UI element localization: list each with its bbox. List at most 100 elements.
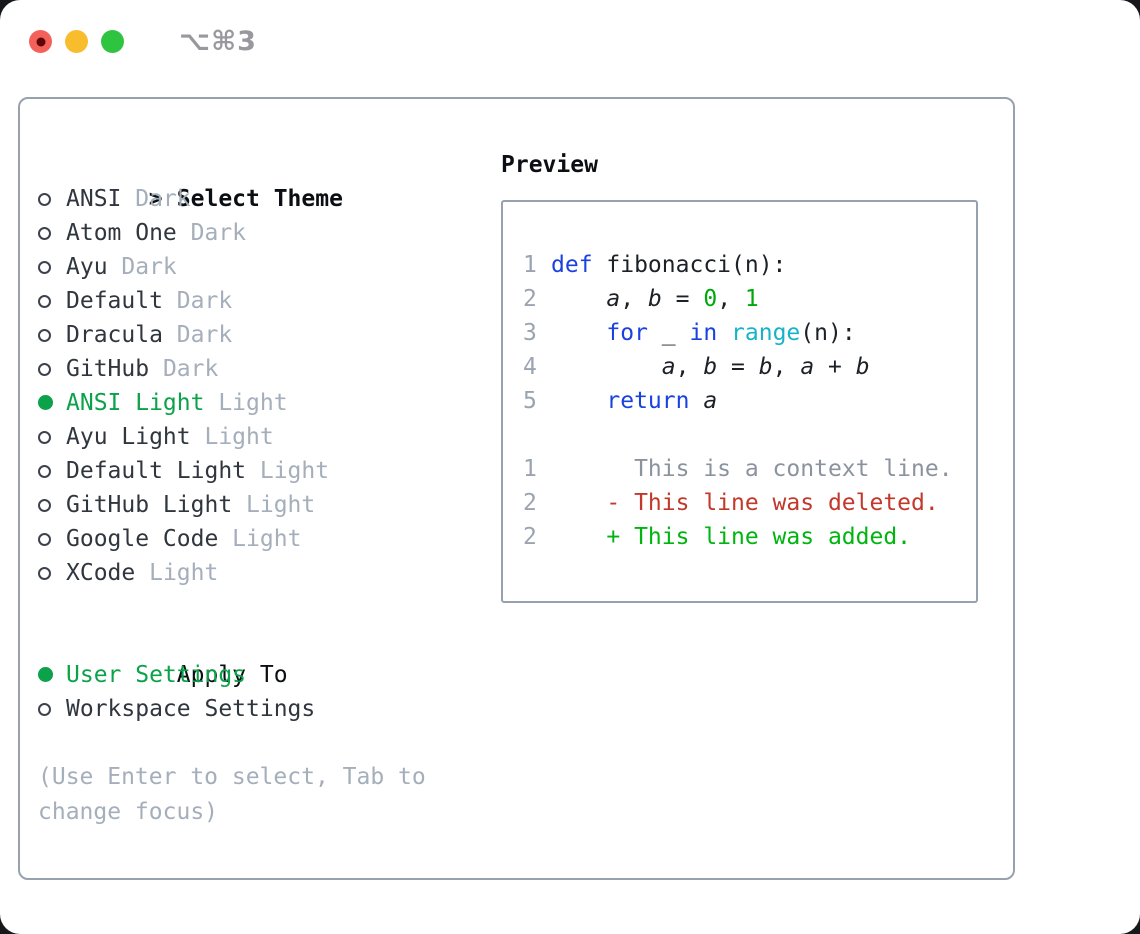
code-token: 1	[744, 286, 759, 312]
code-token: =	[661, 286, 704, 312]
code-line: 5 return a	[523, 384, 968, 418]
radio-circle	[38, 431, 51, 444]
diff-text: This is a context line.	[551, 456, 953, 482]
radio-unselected-icon	[38, 420, 66, 454]
keyboard-shortcut-label: ⌥⌘3	[179, 26, 257, 57]
prompt-icon: >	[148, 186, 163, 212]
radio-circle	[38, 567, 51, 580]
titlebar: ⌥⌘3	[29, 26, 257, 57]
theme-item-github-light[interactable]: GitHub Light Light	[38, 488, 488, 522]
theme-item-ayu[interactable]: Ayu Dark	[38, 250, 488, 284]
code-token: b	[647, 286, 662, 312]
code-token: in	[689, 320, 718, 346]
theme-variant-tag: Dark	[149, 356, 219, 382]
theme-variant-tag: Dark	[162, 322, 233, 348]
apply-option-workspace-settings[interactable]: Workspace Settings	[38, 692, 488, 726]
radio-unselected-icon	[38, 454, 66, 488]
theme-name: ANSI	[66, 186, 122, 212]
code-text: def fibonacci(n):	[551, 252, 786, 278]
apply-option-label: User Settings	[66, 662, 247, 688]
code-token	[551, 354, 662, 380]
code-token: ,	[717, 286, 745, 312]
radio-unselected-icon	[38, 692, 66, 726]
line-number: 5	[523, 388, 537, 414]
theme-name: Atom One	[66, 220, 177, 246]
radio-unselected-icon	[38, 216, 66, 250]
theme-variant-tag: Dark	[121, 186, 191, 212]
code-token: (n):	[800, 320, 856, 346]
radio-circle	[38, 261, 51, 274]
radio-circle	[38, 363, 51, 376]
line-number: 1	[523, 456, 537, 482]
code-token: a	[606, 286, 621, 312]
line-number: 2	[523, 524, 537, 550]
theme-item-atom-one[interactable]: Atom One Dark	[38, 216, 488, 250]
theme-variant-tag: Light	[204, 390, 288, 416]
radio-circle	[38, 395, 53, 410]
code-token: =	[717, 354, 759, 380]
code-text: a, b = b, a + b	[551, 354, 870, 380]
apply-to-heading: Apply To	[176, 662, 288, 688]
apply-to-heading-row: Apply To	[38, 624, 488, 688]
radio-selected-icon	[38, 658, 66, 692]
code-token	[689, 388, 703, 414]
code-token: fibonacci(n):	[592, 252, 787, 278]
radio-selected-icon	[38, 386, 66, 420]
theme-variant-tag: Light	[135, 560, 219, 586]
code-token: b	[703, 354, 718, 380]
theme-item-ansi-light[interactable]: ANSI Light Light	[38, 386, 488, 420]
code-token	[551, 388, 606, 414]
close-button[interactable]	[29, 30, 52, 53]
theme-item-ayu-light[interactable]: Ayu Light Light	[38, 420, 488, 454]
code-token: b	[758, 354, 773, 380]
theme-variant-tag: Dark	[162, 288, 233, 314]
radio-unselected-icon	[38, 250, 66, 284]
radio-circle	[38, 703, 51, 716]
code-token: b	[855, 354, 870, 380]
code-token: a	[661, 354, 676, 380]
theme-variant-tag: Dark	[107, 254, 177, 280]
line-number: 2	[523, 490, 537, 516]
radio-circle	[38, 193, 51, 206]
theme-item-dracula[interactable]: Dracula Dark	[38, 318, 488, 352]
theme-item-xcode[interactable]: XCode Light	[38, 556, 488, 590]
theme-name: GitHub Light	[66, 492, 233, 518]
line-number: 2	[523, 286, 537, 312]
diff-text: - This line was deleted.	[551, 490, 939, 516]
spacer	[38, 590, 488, 624]
code-token: a	[800, 354, 815, 380]
diff-text: + This line was added.	[551, 524, 912, 550]
theme-item-default-light[interactable]: Default Light Light	[38, 454, 488, 488]
theme-variant-tag: Light	[218, 526, 302, 552]
code-token: _	[647, 320, 690, 346]
code-token: range	[731, 320, 801, 346]
apply-option-user-settings[interactable]: User Settings	[38, 658, 488, 692]
line-number: 4	[523, 354, 537, 380]
code-text: a, b = 0, 1	[551, 286, 759, 312]
radio-circle	[38, 533, 51, 546]
theme-item-default[interactable]: Default Dark	[38, 284, 488, 318]
code-token: ,	[772, 354, 801, 380]
radio-circle	[38, 329, 51, 342]
theme-variant-tag: Light	[246, 458, 330, 484]
maximize-button[interactable]	[101, 30, 124, 53]
theme-variant-tag: Dark	[176, 220, 247, 246]
radio-circle	[38, 667, 53, 682]
code-line: 4 a, b = b, a + b	[523, 350, 968, 384]
close-button-dot-icon	[36, 37, 45, 46]
code-text: for _ in range(n):	[551, 320, 856, 346]
radio-unselected-icon	[38, 488, 66, 522]
theme-item-github[interactable]: GitHub Dark	[38, 352, 488, 386]
code-token: 0	[703, 286, 718, 312]
theme-item-google-code[interactable]: Google Code Light	[38, 522, 488, 556]
select-theme-heading: Select Theme	[176, 186, 343, 212]
minimize-button[interactable]	[65, 30, 88, 53]
code-token: +	[814, 354, 856, 380]
theme-item-ansi[interactable]: ANSI Dark	[38, 182, 488, 216]
